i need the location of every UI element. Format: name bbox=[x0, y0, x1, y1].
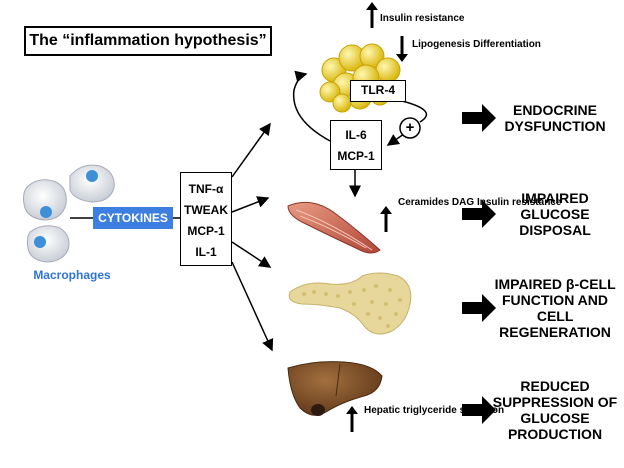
muscle-notes: Ceramides DAG Insulin resistance bbox=[398, 196, 561, 210]
arrow-to-pancreas bbox=[231, 241, 272, 268]
macrophages-label: Macrophages bbox=[33, 268, 111, 282]
outcome-line: FUNCTION AND bbox=[501, 292, 609, 308]
outcome-arrow-icon bbox=[462, 104, 496, 132]
resistance-note: resistance bbox=[511, 197, 562, 208]
outcome-line: DYSFUNCTION bbox=[504, 118, 606, 134]
liver-notes: Hepatic triglyceride secretion bbox=[364, 404, 504, 418]
outcome-beta-cell: IMPAIRED β-CELL FUNCTION AND CELL REGENE… bbox=[490, 276, 620, 340]
outcome-line: ENDOCRINE bbox=[512, 102, 597, 118]
outcome-endocrine: ENDOCRINE DYSFUNCTION bbox=[490, 102, 620, 134]
outcome-line: SUPPRESSION bbox=[492, 394, 594, 410]
cytokines-label: CYTOKINES bbox=[93, 207, 173, 229]
arrow-to-muscle bbox=[231, 196, 270, 213]
triglyceride-note: triglyceride bbox=[402, 405, 457, 416]
hepatic-note: Hepatic bbox=[364, 405, 401, 416]
cytokine-item: IL-1 bbox=[195, 245, 217, 259]
cytokine-item: MCP-1 bbox=[187, 224, 225, 238]
outcome-glucose-disposal: IMPAIRED GLUCOSE DISPOSAL bbox=[490, 190, 620, 238]
outcome-line: IMPAIRED bbox=[521, 190, 589, 206]
il6-mcp1-box: IL-6 MCP-1 bbox=[330, 120, 382, 170]
cytokine-list-box: TNF-α TWEAK MCP-1 IL-1 bbox=[180, 172, 232, 266]
insulin-resistance-note: Insulin resistance bbox=[380, 13, 465, 24]
outcome-arrow-icon bbox=[462, 294, 496, 322]
outcome-arrow-icon bbox=[462, 200, 496, 228]
insulin-note: Insulin bbox=[476, 197, 510, 208]
il6-label: IL-6 bbox=[345, 128, 367, 142]
secretion-note: secretion bbox=[459, 405, 505, 416]
macrophage-cell bbox=[23, 179, 67, 221]
outcome-line: DISPOSAL bbox=[519, 222, 591, 238]
outcome-line: GLUCOSE bbox=[520, 206, 590, 222]
macrophage-cell bbox=[69, 164, 115, 203]
outcome-line: REDUCED bbox=[520, 378, 590, 394]
cytokine-item: TWEAK bbox=[184, 203, 228, 217]
plus-circle-icon bbox=[399, 117, 421, 139]
lipogenesis-note: Lipogenesis bbox=[412, 39, 471, 50]
macrophage-cell bbox=[26, 225, 70, 263]
feedback-arrow bbox=[292, 70, 333, 143]
outcome-line: REGENERATION bbox=[499, 324, 611, 340]
outcome-arrow-icon bbox=[462, 396, 496, 424]
cytokine-item: TNF-α bbox=[188, 182, 224, 196]
outcome-glucose-production: REDUCED SUPPRESSION OF GLUCOSE PRODUCTIO… bbox=[490, 378, 620, 442]
ceramides-note: Ceramides bbox=[398, 197, 450, 208]
muscle-tissue-image bbox=[287, 201, 381, 254]
adipose-down-notes: Lipogenesis Differentiation bbox=[412, 38, 541, 52]
liver-image bbox=[287, 361, 383, 416]
outcome-line: PRODUCTION bbox=[507, 426, 603, 442]
outcome-line: CELL bbox=[536, 308, 574, 324]
diagram-title: The “inflammation hypothesis” bbox=[24, 26, 272, 56]
plus-to-il6-arrow bbox=[386, 133, 405, 146]
differentiation-note: Differentiation bbox=[473, 39, 541, 50]
arrow-to-liver bbox=[231, 261, 274, 352]
arrow-to-adipose bbox=[231, 122, 271, 178]
dag-note: DAG bbox=[451, 197, 475, 208]
plus-sign: + bbox=[405, 119, 415, 136]
outcome-line: OF GLUCOSE bbox=[520, 394, 618, 426]
outcome-line: IMPAIRED β-CELL bbox=[494, 276, 616, 292]
tlr4-box: TLR-4 bbox=[350, 80, 406, 102]
pancreas-image bbox=[288, 272, 412, 335]
mcp1-label: MCP-1 bbox=[337, 149, 375, 163]
